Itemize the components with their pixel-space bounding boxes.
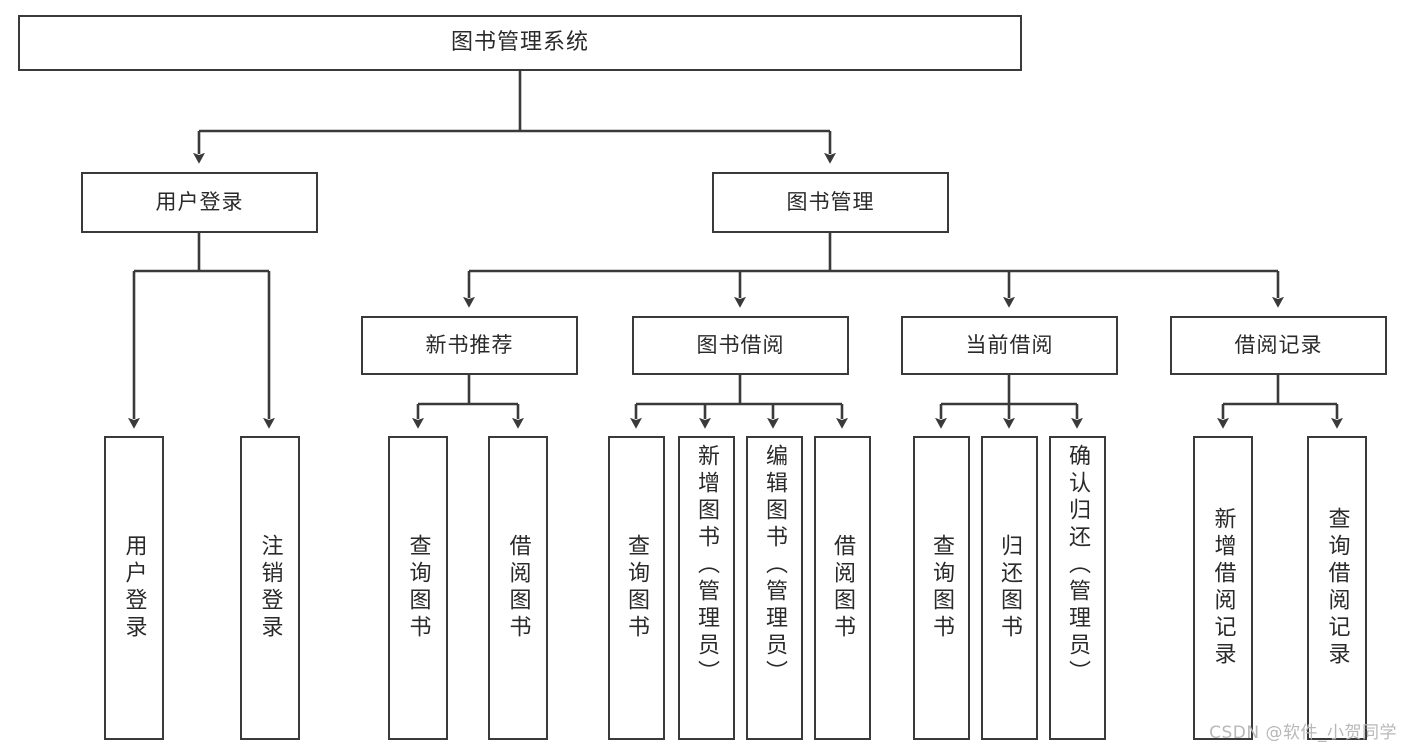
node-user-login[interactable]: 用户登录 <box>81 172 318 233</box>
node-leaf-borrow-book-1[interactable]: 借阅图书 <box>488 436 548 740</box>
node-leaf-borrow-book-2[interactable]: 借阅图书 <box>814 436 871 740</box>
node-leaf-add-record-label: 新增借阅记录 <box>1210 507 1236 669</box>
node-borrow-record-label: 借阅记录 <box>1234 333 1323 358</box>
node-leaf-confirm-return-label: 确认归还（管理员） <box>1065 444 1091 687</box>
node-leaf-edit-book-label: 编辑图书（管理员） <box>762 444 788 687</box>
node-leaf-logout-label: 注销登录 <box>257 534 283 642</box>
node-leaf-user-login-label: 用户登录 <box>121 534 147 642</box>
node-leaf-query-book-2[interactable]: 查询图书 <box>608 436 665 740</box>
node-leaf-return-book[interactable]: 归还图书 <box>981 436 1038 740</box>
node-leaf-add-book[interactable]: 新增图书（管理员） <box>678 436 735 740</box>
csdn-watermark: CSDN @软件_小贺同学 <box>1209 723 1397 743</box>
node-book-manage-label: 图书管理 <box>786 190 875 215</box>
node-book-borrow-label: 图书借阅 <box>696 333 785 358</box>
node-leaf-confirm-return[interactable]: 确认归还（管理员） <box>1049 436 1106 740</box>
node-leaf-query-book-1[interactable]: 查询图书 <box>388 436 448 740</box>
node-borrow-record[interactable]: 借阅记录 <box>1170 316 1387 375</box>
node-book-borrow[interactable]: 图书借阅 <box>632 316 849 375</box>
node-leaf-return-book-label: 归还图书 <box>997 534 1023 642</box>
node-new-book-recommend-label: 新书推荐 <box>425 333 514 358</box>
node-leaf-query-record[interactable]: 查询借阅记录 <box>1307 436 1367 740</box>
node-leaf-query-book-1-label: 查询图书 <box>405 534 431 642</box>
node-leaf-borrow-book-2-label: 借阅图书 <box>830 534 856 642</box>
node-leaf-logout[interactable]: 注销登录 <box>240 436 300 740</box>
node-leaf-edit-book[interactable]: 编辑图书（管理员） <box>746 436 803 740</box>
node-leaf-query-record-label: 查询借阅记录 <box>1324 507 1350 669</box>
node-leaf-borrow-book-1-label: 借阅图书 <box>505 534 531 642</box>
node-current-borrow-label: 当前借阅 <box>965 333 1054 358</box>
node-leaf-query-book-3-label: 查询图书 <box>929 534 955 642</box>
node-root-label: 图书管理系统 <box>450 30 589 56</box>
node-root[interactable]: 图书管理系统 <box>18 15 1022 71</box>
node-current-borrow[interactable]: 当前借阅 <box>901 316 1118 375</box>
node-leaf-add-book-label: 新增图书（管理员） <box>694 444 720 687</box>
node-leaf-query-book-2-label: 查询图书 <box>624 534 650 642</box>
node-leaf-query-book-3[interactable]: 查询图书 <box>913 436 970 740</box>
node-user-login-label: 用户登录 <box>155 190 244 215</box>
node-leaf-add-record[interactable]: 新增借阅记录 <box>1193 436 1253 740</box>
node-leaf-user-login[interactable]: 用户登录 <box>104 436 164 740</box>
node-new-book-recommend[interactable]: 新书推荐 <box>361 316 578 375</box>
node-book-manage[interactable]: 图书管理 <box>712 172 949 233</box>
